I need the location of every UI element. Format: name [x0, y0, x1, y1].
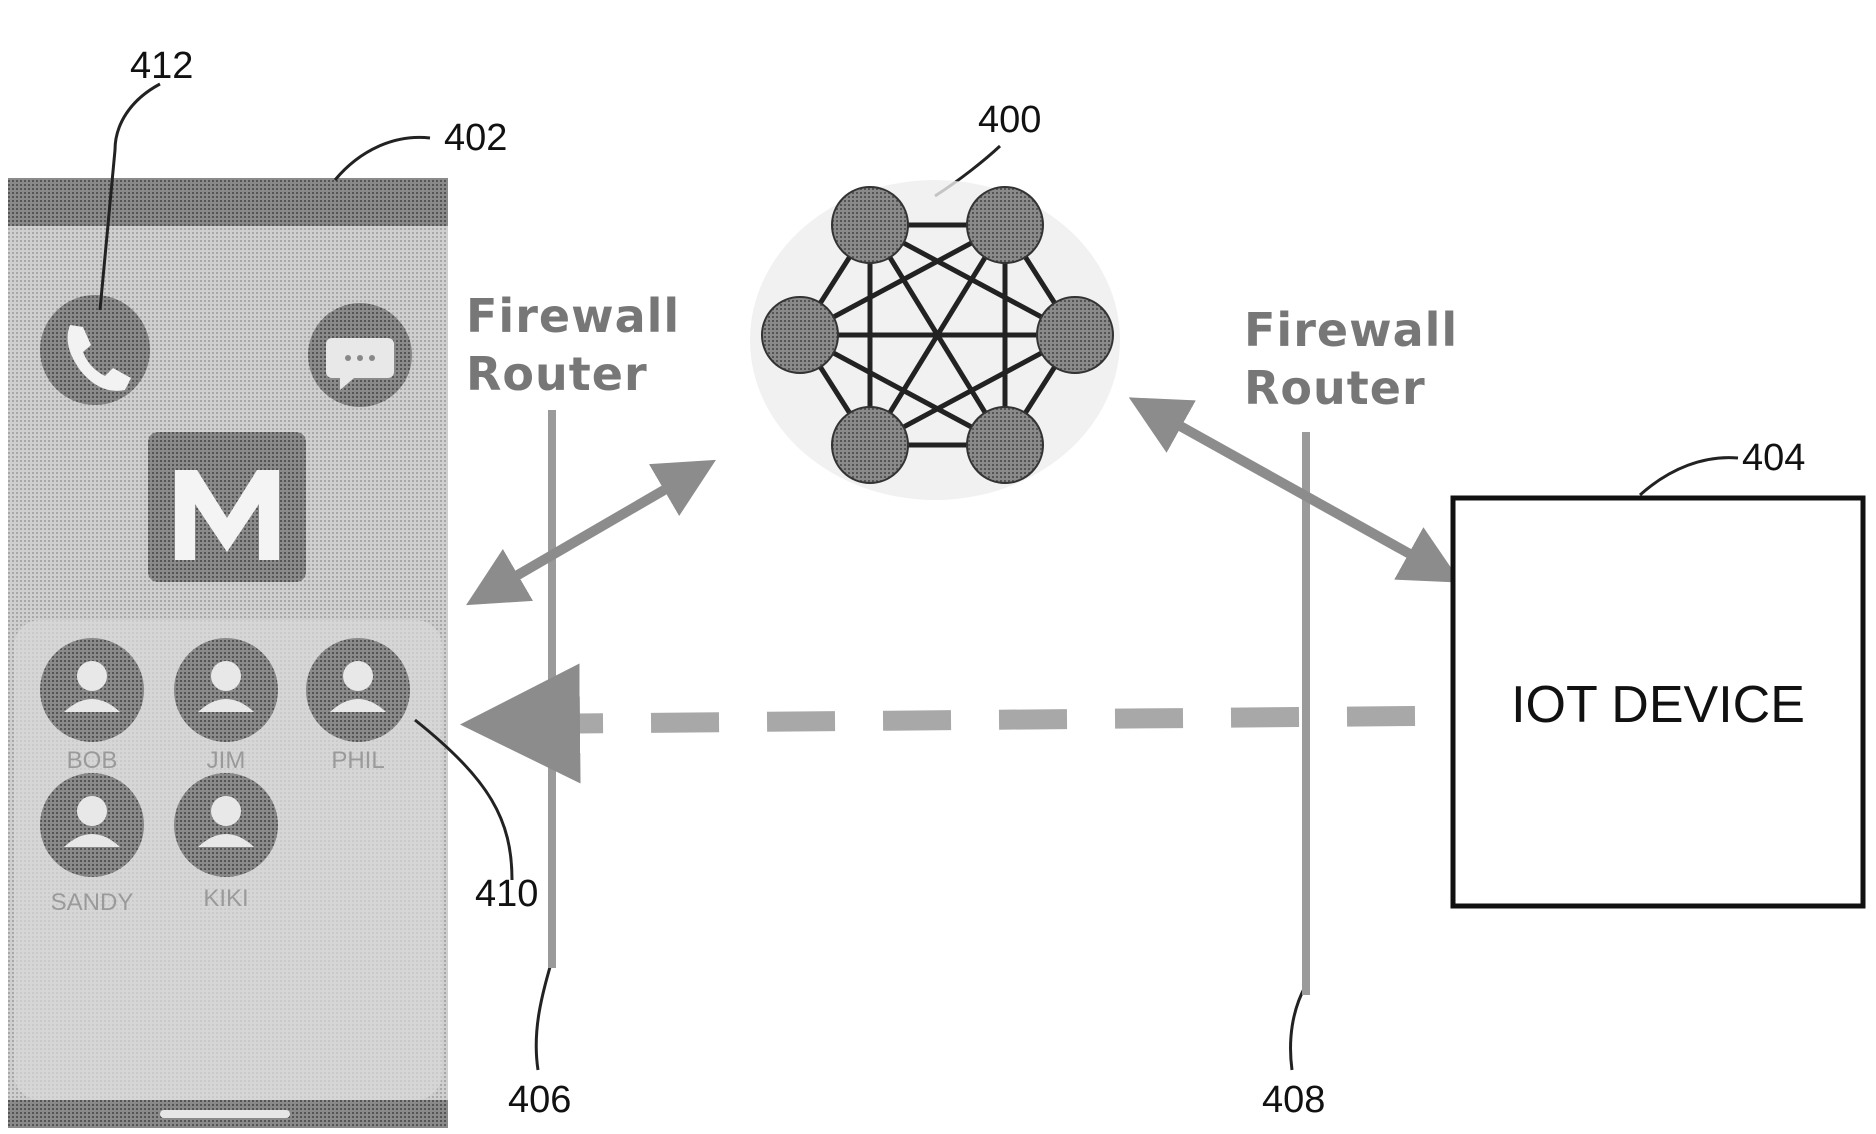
contact-name: BOB — [67, 747, 118, 774]
person-icon — [343, 661, 373, 691]
leader-404 — [1640, 458, 1738, 495]
contact-name: KIKI — [203, 885, 248, 912]
phone-network-arrow — [492, 475, 690, 590]
network-mesh — [750, 180, 1120, 500]
ref-402: 402 — [444, 117, 507, 159]
router-label: Router — [466, 347, 648, 401]
m-app-icon[interactable] — [148, 432, 306, 582]
iot-device-label: IOT DEVICE — [1511, 676, 1805, 734]
message-app-icon[interactable] — [308, 303, 412, 407]
firewall-label: Firewall — [1244, 303, 1458, 357]
contact-name: JIM — [207, 747, 246, 774]
network-iot-arrow — [1155, 412, 1435, 568]
ref-412: 412 — [130, 45, 193, 87]
network-node — [1037, 297, 1113, 373]
iot-device-box: IOT DEVICE — [1453, 498, 1863, 906]
contact-sandy[interactable]: SANDY — [40, 773, 144, 916]
leader-408 — [1291, 985, 1306, 1070]
ref-406: 406 — [508, 1079, 571, 1121]
person-icon — [211, 661, 241, 691]
network-node — [832, 187, 908, 263]
person-icon — [77, 796, 107, 826]
contact-name: PHIL — [331, 747, 384, 774]
network-node — [832, 407, 908, 483]
person-icon — [211, 796, 241, 826]
router-label: Router — [1244, 361, 1426, 415]
network-node — [967, 187, 1043, 263]
contact-name: SANDY — [51, 889, 134, 916]
firewall-router-right: Firewall Router — [1244, 303, 1458, 995]
firewall-router-left: Firewall Router — [466, 289, 680, 968]
firewall-label: Firewall — [466, 289, 680, 343]
ref-400: 400 — [978, 99, 1041, 141]
ref-410: 410 — [475, 873, 538, 915]
phone-home-indicator — [160, 1110, 290, 1118]
person-icon — [77, 661, 107, 691]
leader-402 — [335, 137, 430, 180]
iot-to-phone-dashed-arrow — [520, 716, 1415, 724]
leader-406 — [536, 960, 552, 1070]
ref-404: 404 — [1742, 437, 1805, 479]
call-app-icon[interactable] — [40, 295, 150, 405]
network-node — [967, 407, 1043, 483]
phone-status-bar — [8, 178, 448, 226]
ref-408: 408 — [1262, 1079, 1325, 1121]
network-node — [762, 297, 838, 373]
phone-device: BOB JIM PHIL SANDY KIKI — [8, 178, 448, 1128]
